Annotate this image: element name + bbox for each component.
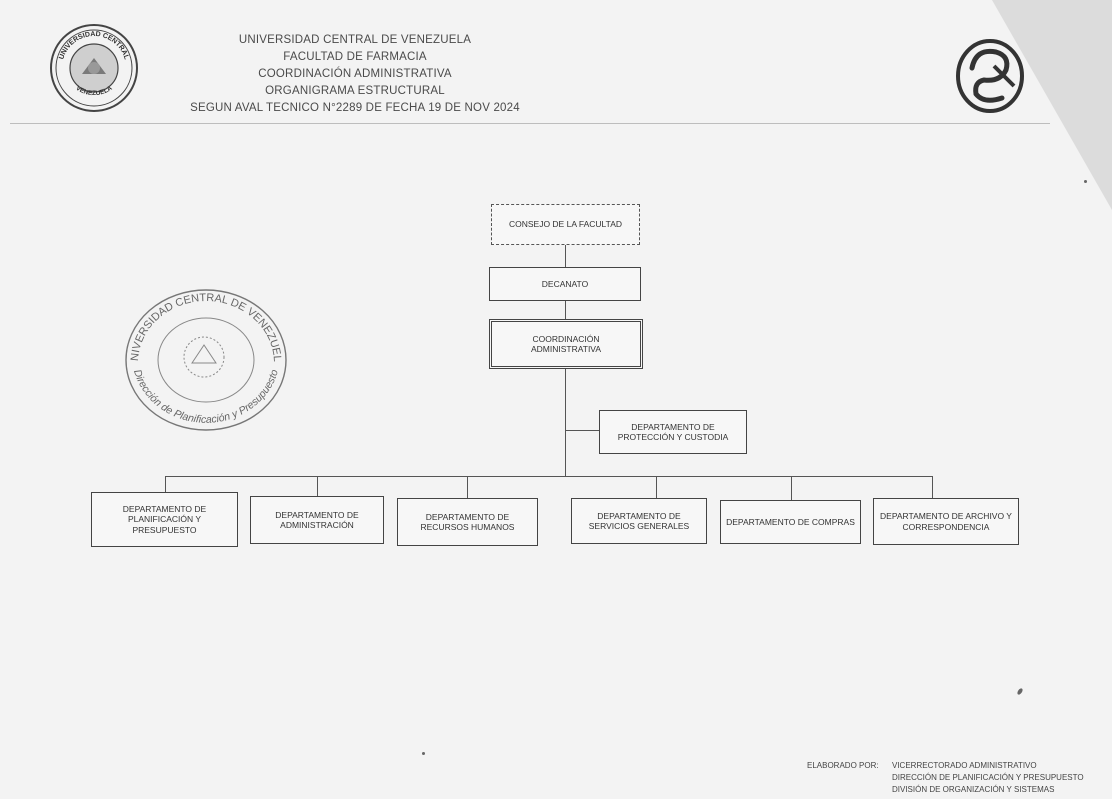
- coordination-box: COORDINACIÓN ADMINISTRATIVA: [489, 319, 643, 369]
- scan-speck: [1016, 687, 1024, 696]
- department-box: DEPARTAMENTO DE ARCHIVO Y CORRESPONDENCI…: [873, 498, 1019, 545]
- department-box: DEPARTAMENTO DE RECURSOS HUMANOS: [397, 498, 538, 546]
- planning-stamp-icon: UNIVERSIDAD CENTRAL DE VENEZUELA Direcci…: [118, 285, 287, 431]
- university-seal-icon: UNIVERSIDAD CENTRAL VENEZUELA: [50, 24, 138, 112]
- connector-dept-1: [165, 476, 166, 492]
- header-title: ORGANIGRAMA ESTRUCTURAL: [265, 85, 445, 97]
- header-coordination: COORDINACIÓN ADMINISTRATIVA: [258, 68, 452, 80]
- connector-horizontal-bus: [165, 476, 933, 477]
- department-box: DEPARTAMENTO DE COMPRAS: [720, 500, 861, 544]
- faculty-logo-icon: [956, 39, 1024, 113]
- footer-label: ELABORADO POR:: [807, 761, 879, 770]
- connector-dept-5: [791, 476, 792, 500]
- connector-dept-2: [317, 476, 318, 496]
- connector-protection: [565, 430, 599, 431]
- scan-speck: [1084, 180, 1087, 183]
- department-box: DEPARTAMENTO DE ADMINISTRACIÓN: [250, 496, 384, 544]
- deanery-box: DECANATO: [489, 267, 641, 301]
- header-approval: SEGUN AVAL TECNICO N°2289 DE FECHA 19 DE…: [190, 102, 520, 114]
- connector-dept-6: [932, 476, 933, 498]
- connector-dept-4: [656, 476, 657, 498]
- department-box: DEPARTAMENTO DE SERVICIOS GENERALES: [571, 498, 707, 544]
- protection-department-box: DEPARTAMENTO DE PROTECCIÓN Y CUSTODIA: [599, 410, 747, 454]
- scan-speck: [422, 752, 425, 755]
- connector-council-deanery: [565, 245, 566, 267]
- footer-planning-direction: DIRECCIÓN DE PLANIFICACIÓN Y PRESUPUESTO: [892, 773, 1084, 782]
- department-box: DEPARTAMENTO DE PLANIFICACIÓN Y PRESUPUE…: [91, 492, 238, 547]
- document-header: UNIVERSIDAD CENTRAL DE VENEZUELA FACULTA…: [150, 32, 560, 117]
- council-box: CONSEJO DE LA FACULTAD: [491, 204, 640, 245]
- connector-trunk: [565, 368, 566, 477]
- connector-dept-3: [467, 476, 468, 498]
- footer-vice-rectorate: VICERRECTORADO ADMINISTRATIVO: [892, 761, 1037, 770]
- header-divider: [10, 123, 1050, 124]
- page-corner-shadow: [992, 0, 1112, 210]
- connector-deanery-coordination: [565, 301, 566, 319]
- footer-organization-division: DIVISIÓN DE ORGANIZACIÓN Y SISTEMAS: [892, 785, 1055, 794]
- header-faculty: FACULTAD DE FARMACIA: [283, 51, 427, 63]
- header-university: UNIVERSIDAD CENTRAL DE VENEZUELA: [238, 34, 472, 46]
